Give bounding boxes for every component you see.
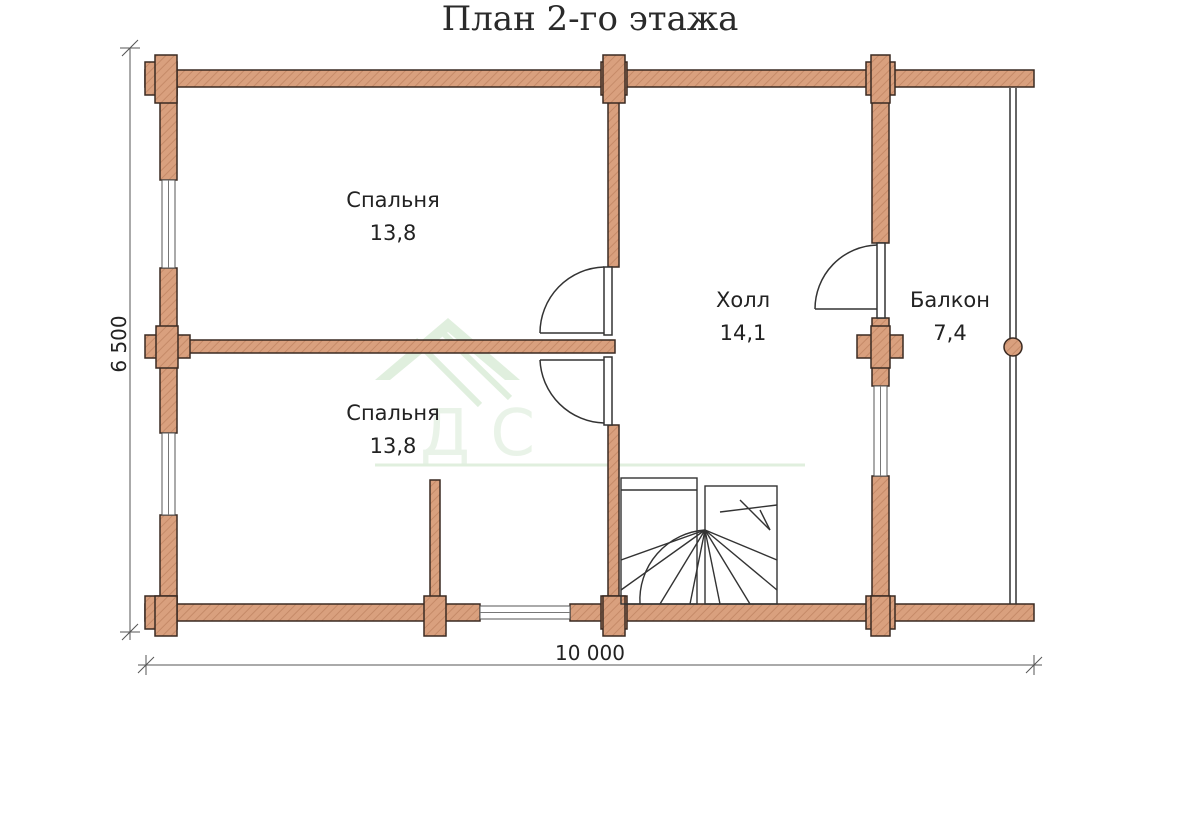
door-upper-bedroom <box>539 266 613 336</box>
room-area-bedroom-upper: 13,8 <box>370 221 417 245</box>
dimension-height <box>120 39 140 641</box>
wall-bottom <box>144 603 1035 622</box>
dimension-width <box>137 655 1043 675</box>
wall-stub-lower-bedroom <box>429 479 441 605</box>
room-name-hall: Холл <box>716 288 770 312</box>
watermark-letters: Д С <box>420 397 535 471</box>
room-name-bedroom-lower: Спальня <box>346 401 439 425</box>
window-left-lower <box>161 432 176 516</box>
balcony-railing <box>1003 88 1023 604</box>
dimension-height-label: 6 500 <box>107 315 131 372</box>
room-area-hall: 14,1 <box>720 321 767 345</box>
dimension-width-label: 10 000 <box>555 641 625 665</box>
wall-top <box>144 69 1035 88</box>
staircase <box>620 477 778 605</box>
room-name-balcony: Балкон <box>910 288 990 312</box>
window-left-upper <box>161 179 176 269</box>
wall-bedroom-partition <box>176 339 616 354</box>
log-corners <box>144 54 904 637</box>
room-name-bedroom-upper: Спальня <box>346 188 439 212</box>
window-balcony-wall <box>873 385 888 477</box>
room-area-balcony: 7,4 <box>933 321 966 345</box>
window-bottom <box>479 605 571 620</box>
door-balcony <box>814 242 886 319</box>
room-area-bedroom-lower: 13,8 <box>370 434 417 458</box>
plan-title: План 2-го этажа <box>442 0 739 39</box>
door-lower-bedroom <box>539 356 613 426</box>
